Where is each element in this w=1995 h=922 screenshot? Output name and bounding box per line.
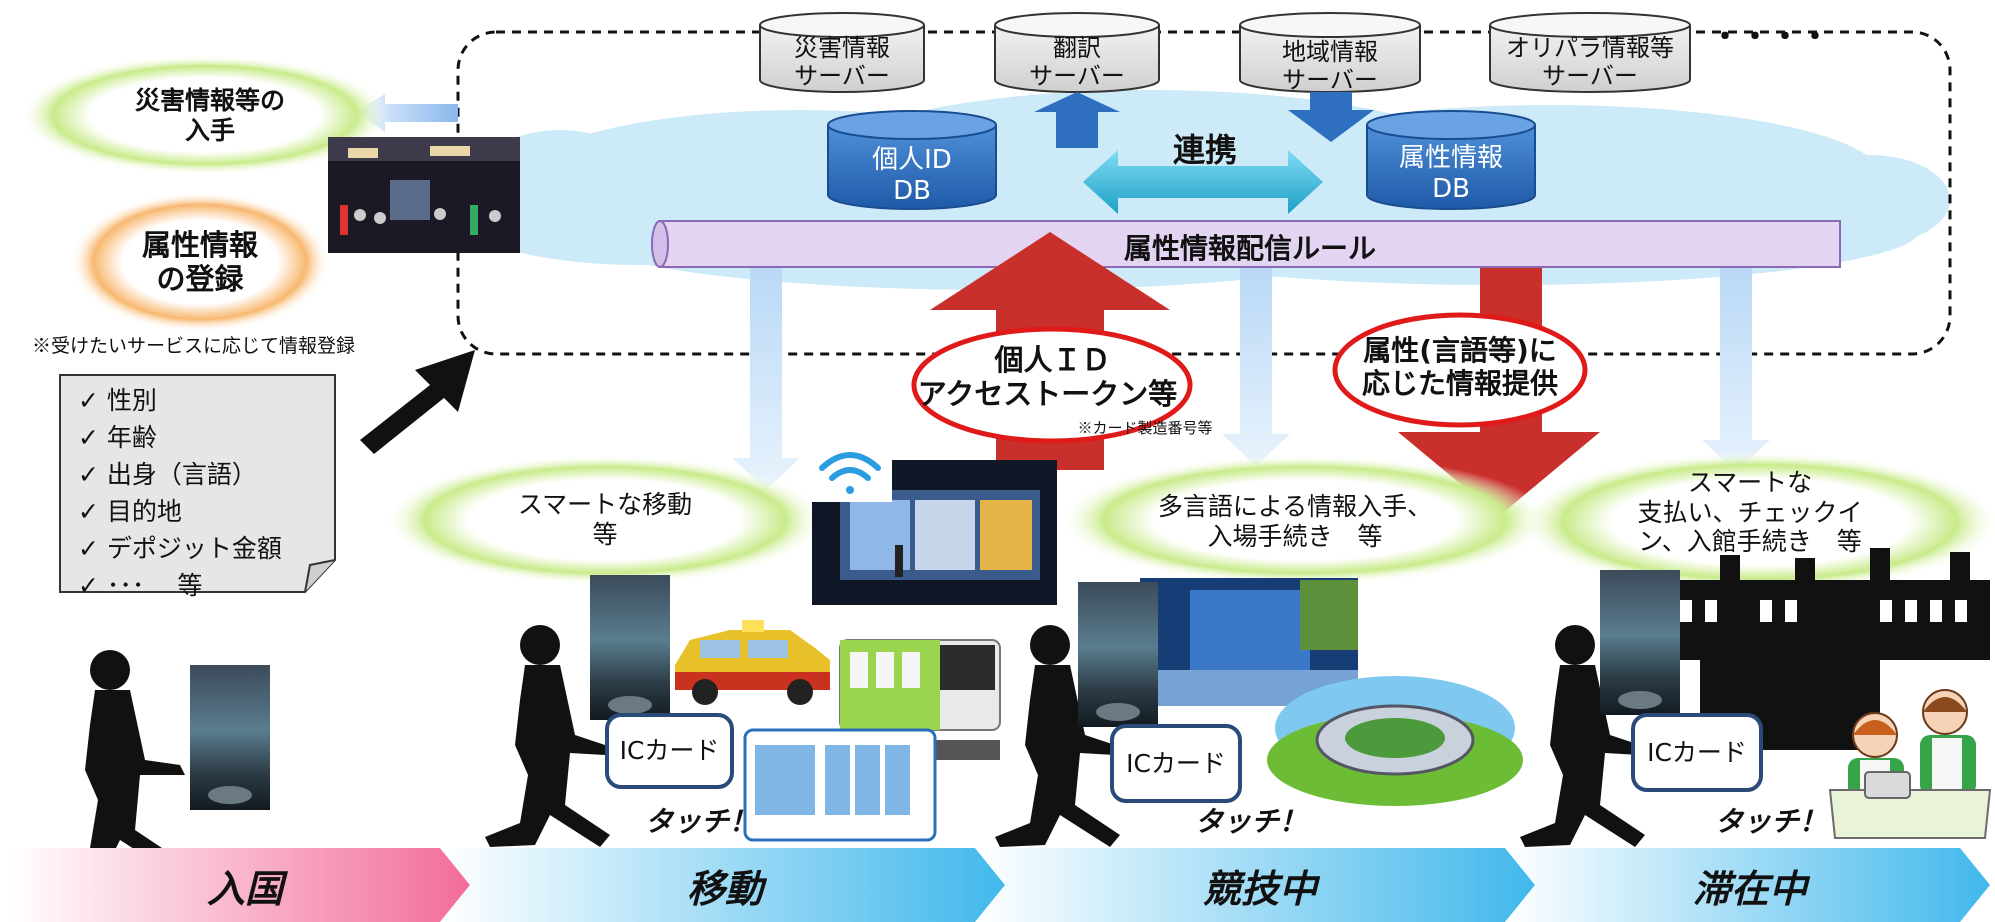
ic-card-label-stay: ICカード: [1647, 738, 1747, 767]
phase-entry: 入国: [206, 867, 283, 911]
up-arrow-translation: [1034, 92, 1120, 148]
checklist-item-deposit: ✓ デポジット金額: [78, 534, 282, 563]
server-regional: 地域情報サーバー: [1282, 38, 1378, 95]
wifi-signage-photo: [812, 460, 1057, 605]
cashier-staff: [1828, 689, 1992, 839]
touch-label-move: タッチ！: [645, 805, 758, 838]
attr-register-glow: [70, 192, 330, 332]
down-arrow-region: [1288, 92, 1374, 142]
register-note: ※受けたいサービスに応じて情報登録: [32, 335, 356, 357]
attr-register-label: 属性情報 の登録: [100, 228, 300, 296]
museum-windows: [1680, 600, 1967, 622]
access-token-note: ※カード製造番号等: [1077, 419, 1213, 437]
checklist-item-destination: ✓ 目的地: [78, 497, 182, 526]
ic-card-label-competition: ICカード: [1126, 749, 1226, 778]
databases: [827, 110, 1536, 210]
rule-bar-label: 属性情報配信ルール: [1123, 232, 1376, 265]
server-translation: 翻訳サーバー: [1029, 34, 1125, 91]
ic-card-label-move: ICカード: [619, 736, 720, 765]
touch-label-stay: タッチ！: [1715, 805, 1828, 838]
servers-more: ・・・・: [1710, 20, 1830, 55]
wifi-icon: [819, 452, 881, 494]
phase-band: [10, 848, 1990, 922]
link-arrow: [1083, 150, 1323, 214]
ic-card-boxes: [605, 713, 1763, 803]
server-olympic: オリパラ情報等サーバー: [1506, 34, 1674, 91]
attr-info-oval: [1332, 312, 1588, 428]
service-move-label: スマートな移動等: [517, 490, 693, 549]
phase-stay: 滞在中: [1692, 867, 1807, 911]
swimming-photo: [1140, 578, 1358, 706]
touch-label-competition: タッチ！: [1195, 805, 1308, 838]
attr-register-line2: の登録: [156, 262, 244, 297]
train-image: [839, 639, 1001, 760]
disaster-info-line2: 入手: [184, 115, 235, 145]
service-competition-label: 多言語による情報入手、入場手続き 等: [1157, 492, 1433, 551]
service-down-arrows: [732, 268, 1770, 490]
link-label: 連携: [1172, 131, 1237, 169]
attr-register-line1: 属性情報: [141, 228, 258, 262]
rule-bar: [659, 220, 1841, 268]
stadium-image: [1267, 676, 1523, 806]
taxi-image: [675, 620, 830, 705]
servers: [759, 12, 1691, 93]
silhouettes: [55, 625, 1645, 872]
server-disaster: 災害情報サーバー: [794, 34, 890, 91]
register-arrow: [360, 350, 475, 454]
checklist-item-age: ✓ 年齢: [78, 423, 157, 452]
service-glow-competition: [1060, 455, 1550, 585]
checklist-item-etc: ✓ ･･･ 等: [78, 571, 203, 600]
service-glow-move: [385, 455, 825, 585]
bus-image: [743, 728, 937, 842]
service-stay-label: スマートな支払い、チェックイン、入館手続き 等: [1637, 468, 1863, 556]
checklist-item-gender: ✓ 性別: [78, 386, 157, 415]
disaster-info-line1: 災害情報等の: [134, 86, 285, 115]
attr-info-label: 属性(言語等)に応じた情報提供: [1361, 334, 1558, 401]
access-token-oval: [911, 326, 1193, 444]
phase-move: 移動: [686, 867, 763, 911]
smartphones: [190, 570, 1680, 810]
disaster-info-glow: [20, 55, 390, 175]
attribute-checklist: ✓ 性別 ✓ 年齢 ✓ 出身（言語） ✓ 目的地 ✓ デポジット金額 ✓ ･･･…: [78, 382, 282, 604]
checklist-item-origin: ✓ 出身（言語）: [78, 460, 257, 489]
phase-competition: 競技中: [1202, 867, 1317, 911]
disaster-info-label: 災害情報等の 入手: [95, 86, 325, 145]
station-photo: [328, 137, 520, 253]
